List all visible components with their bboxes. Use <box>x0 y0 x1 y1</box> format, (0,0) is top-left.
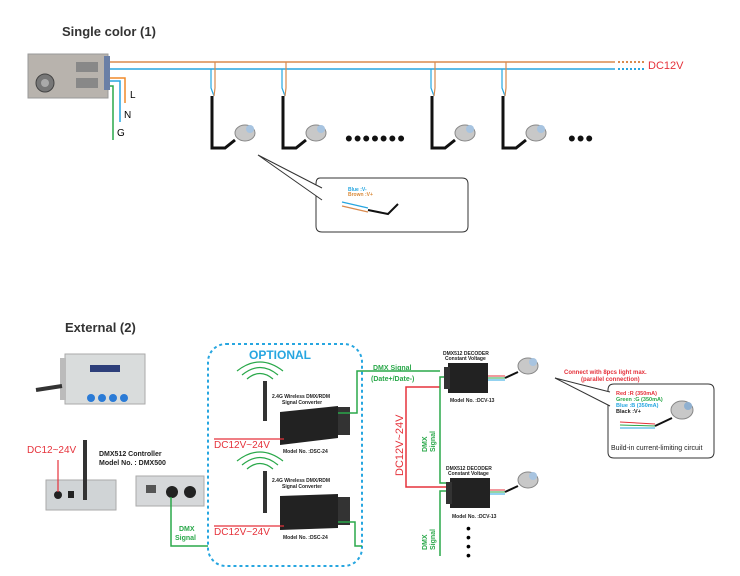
continuation-dots: ••• <box>568 126 595 151</box>
controller-power-label: DC12~24V <box>27 445 77 456</box>
light-drop-1 <box>210 62 256 150</box>
dmx-signal-label: DMX <box>179 526 195 533</box>
vertical-dmx-signal-2: DMX Signal <box>422 528 437 550</box>
decoder-1-image <box>444 357 539 393</box>
terminal-l-label: L <box>130 90 136 101</box>
converter-1-title: 2.4G Wireless DMX/RDM <box>272 394 331 400</box>
dc12v-label: DC12V <box>648 60 684 72</box>
rgb-black-label: Black :V+ <box>616 409 641 415</box>
decoder-1-model: Model No. :DCV-13 <box>450 398 495 404</box>
callout-brown-label: Brown :V+ <box>348 192 373 198</box>
dmx-output-unit <box>135 475 205 507</box>
controller-name: DMX512 Controller <box>99 451 162 458</box>
section-1-title: Single color (1) <box>62 24 156 39</box>
converter-2-model: Model No. :DSC-24 <box>283 535 328 541</box>
vertical-dmx-signal-1: DMX Signal <box>422 430 437 452</box>
optional-label: OPTIONAL <box>249 348 311 362</box>
dmx-signal-label: Signal <box>175 535 197 542</box>
controller-model: Model No. : DMX500 <box>99 460 166 467</box>
converter-2-title: 2.4G Wireless DMX/RDM <box>272 478 331 484</box>
section-2-title: External (2) <box>65 320 136 335</box>
converter-1-power: DC12V~24V <box>214 440 270 451</box>
decoder-2-model: Model No. :DCV-13 <box>452 514 497 520</box>
converter-1-model: Model No. :DSC-24 <box>283 449 328 455</box>
parallel-note: Connect with 8pcs light max. <box>564 370 647 376</box>
rgb-red-label: Red :R (350mA) <box>616 391 657 397</box>
parallel-note-sub: (parallel connection) <box>581 377 640 383</box>
terminal-n-label: N <box>124 110 132 121</box>
decoder-continuation-dots: •••• <box>466 520 471 563</box>
dmx-controller-back <box>45 440 117 511</box>
converter-2-subtitle: Signal Converter <box>282 484 323 490</box>
converter-1-subtitle: Signal Converter <box>282 400 323 406</box>
light-drop-2 <box>281 62 327 150</box>
terminal-g-label: G <box>117 128 125 139</box>
rgb-green-label: Green :G (350mA) <box>616 397 663 403</box>
decoder-power-label: DC12V~24V <box>394 414 406 476</box>
decoder-2-title: DMX512 DECODER <box>446 466 492 472</box>
continuation-dots: ••••••• <box>345 126 406 151</box>
dmx-output-label: DMX Signal <box>373 365 412 372</box>
decoder-1-subtitle: Constant Voltage <box>445 356 486 362</box>
light-drop-4 <box>501 62 547 150</box>
callout-blue-label: Blue :V- <box>348 187 367 193</box>
light-drop-3 <box>430 62 476 150</box>
decoder-2-image <box>446 471 539 508</box>
rgb-blue-label: Blue :B (350mA) <box>616 403 659 409</box>
converter-2-power: DC12V~24V <box>214 527 270 538</box>
dmx-controller-image <box>35 353 146 405</box>
converter-1-image <box>236 361 350 445</box>
decoder-1-title: DMX512 DECODER <box>443 351 489 357</box>
dmx-output-sublabel: (Date+/Date-) <box>371 376 415 383</box>
current-limiting-caption: Build-in current-limiting circuit <box>611 445 703 452</box>
converter-2-image <box>236 451 350 530</box>
power-supply <box>27 53 110 99</box>
decoder-2-subtitle: Constant Voltage <box>448 471 489 477</box>
